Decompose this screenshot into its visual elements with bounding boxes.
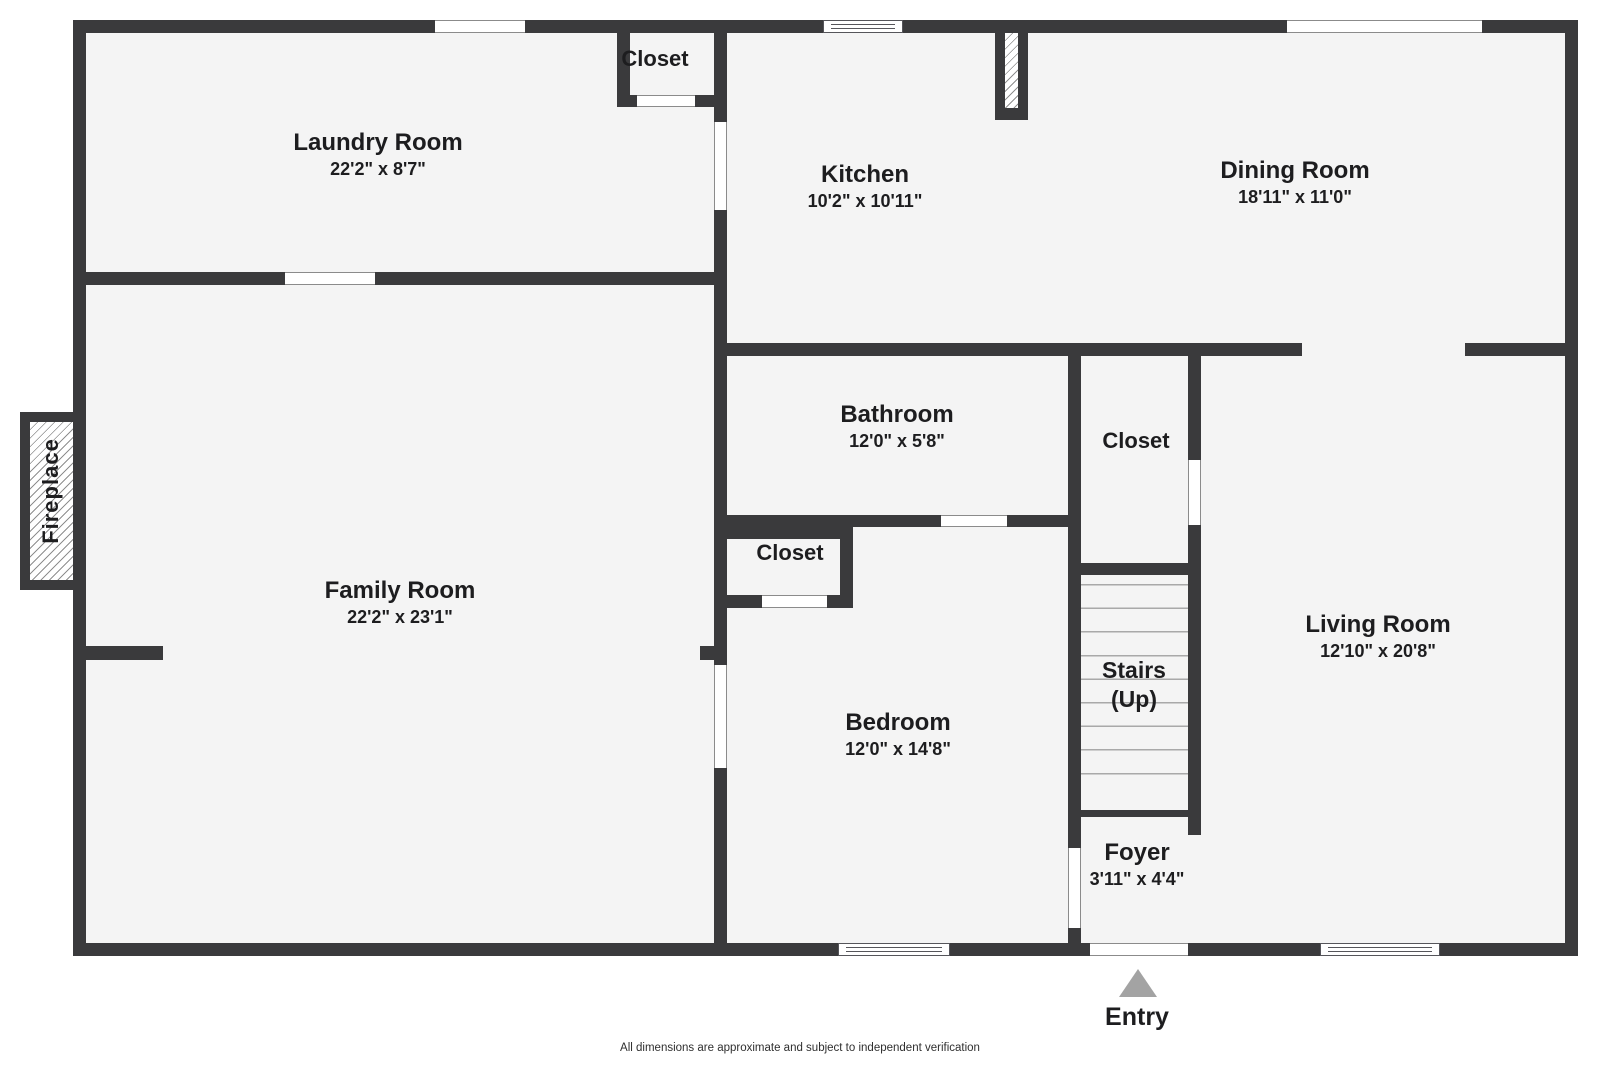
entry-arrow-icon bbox=[1119, 969, 1157, 997]
door-opening bbox=[714, 665, 727, 768]
door-opening bbox=[1090, 943, 1188, 956]
door-opening bbox=[1287, 20, 1482, 33]
room-sub: (Up) bbox=[1111, 686, 1157, 712]
room-name: Living Room bbox=[1305, 611, 1451, 638]
door-opening bbox=[1188, 460, 1201, 525]
room-label-family: Family Room 22'2" x 23'1" bbox=[325, 576, 476, 629]
room-label-kitchen: Kitchen 10'2" x 10'11" bbox=[808, 160, 923, 213]
door-opening bbox=[435, 20, 525, 33]
wall-segment bbox=[714, 210, 727, 356]
wall-segment bbox=[73, 20, 86, 956]
wall-segment bbox=[375, 272, 726, 285]
door-opening bbox=[1068, 848, 1081, 928]
room-label-stairs: Stairs (Up) bbox=[1102, 656, 1166, 714]
room-name: Closet bbox=[756, 540, 824, 565]
wall-segment bbox=[903, 20, 1287, 33]
room-name: Family Room bbox=[324, 577, 476, 604]
room-label-laundry: Laundry Room 22'2" x 8'7" bbox=[293, 128, 462, 181]
room-label-foyer: Foyer 3'11" x 4'4" bbox=[1090, 838, 1185, 891]
room-label-living: Living Room 12'10" x 20'8" bbox=[1305, 610, 1450, 663]
wall-segment bbox=[1188, 356, 1201, 460]
wall-segment bbox=[714, 356, 727, 665]
room-name: Closet bbox=[1102, 428, 1170, 453]
wall-segment bbox=[714, 33, 727, 122]
wall-segment bbox=[20, 412, 30, 590]
wall-segment bbox=[1188, 943, 1320, 956]
wall-segment bbox=[86, 646, 163, 660]
fireplace-label: Fireplace bbox=[38, 438, 63, 544]
wall-segment bbox=[714, 515, 941, 527]
stairs-treads bbox=[1081, 584, 1188, 796]
room-dims: 22'2" x 23'1" bbox=[347, 607, 453, 627]
room-name: Laundry Room bbox=[293, 129, 463, 156]
footer-disclaimer: All dimensions are approximate and subje… bbox=[620, 1042, 980, 1054]
wall-segment bbox=[714, 595, 762, 608]
room-name: Dining Room bbox=[1220, 157, 1370, 184]
room-label-closet-bedroom: Closet bbox=[756, 540, 823, 566]
room-dims: 12'0" x 14'8" bbox=[845, 739, 951, 759]
wall-segment bbox=[995, 108, 1028, 120]
room-name: Closet bbox=[621, 46, 689, 71]
fireplace-hatch bbox=[30, 422, 73, 580]
room-dims: 10'2" x 10'11" bbox=[807, 191, 923, 211]
wall-segment bbox=[1018, 33, 1028, 120]
room-dims: 18'11" x 11'0" bbox=[1238, 187, 1352, 207]
room-name: Foyer bbox=[1104, 839, 1170, 866]
wall-segment bbox=[1068, 356, 1081, 848]
wall-segment bbox=[714, 527, 853, 539]
door-opening bbox=[762, 595, 827, 608]
wall-segment bbox=[950, 943, 1090, 956]
door-opening bbox=[285, 272, 375, 285]
window bbox=[1320, 943, 1440, 956]
room-name: Bedroom bbox=[845, 709, 951, 736]
wall-segment bbox=[73, 20, 435, 33]
wall-segment bbox=[1068, 563, 1201, 575]
wall-segment bbox=[700, 646, 714, 660]
room-dims: 12'10" x 20'8" bbox=[1320, 641, 1436, 661]
wall-segment bbox=[73, 272, 285, 285]
wall-segment bbox=[1068, 928, 1081, 956]
wall-segment bbox=[73, 943, 838, 956]
room-name: Bathroom bbox=[840, 401, 954, 428]
wall-segment bbox=[995, 33, 1005, 120]
door-opening bbox=[714, 122, 727, 210]
room-dims: 3'11" x 4'4" bbox=[1089, 869, 1185, 889]
wall-segment bbox=[714, 768, 727, 956]
room-name: Stairs bbox=[1102, 657, 1166, 683]
wall-segment bbox=[1482, 20, 1578, 33]
room-label-dining: Dining Room 18'11" x 11'0" bbox=[1220, 156, 1369, 209]
door-opening bbox=[941, 515, 1007, 527]
room-dims: 22'2" x 8'7" bbox=[330, 159, 426, 179]
wall-segment bbox=[827, 595, 853, 608]
wall-segment bbox=[1188, 525, 1201, 835]
wall-segment bbox=[1081, 810, 1188, 817]
wall-segment bbox=[525, 20, 823, 33]
room-label-bedroom: Bedroom 12'0" x 14'8" bbox=[845, 708, 951, 761]
wall-segment bbox=[1007, 515, 1080, 527]
room-label-closet-top: Closet bbox=[621, 46, 688, 72]
wall-segment bbox=[714, 343, 1302, 356]
window bbox=[838, 943, 950, 956]
wall-segment bbox=[617, 33, 630, 107]
room-label-bathroom: Bathroom 12'0" x 5'8" bbox=[840, 400, 953, 453]
room-name: Kitchen bbox=[820, 161, 910, 188]
wall-segment bbox=[840, 527, 853, 608]
wall-segment bbox=[20, 580, 86, 590]
wall-segment bbox=[20, 412, 86, 422]
wall-segment bbox=[1440, 943, 1578, 956]
room-label-closet-hall: Closet bbox=[1102, 428, 1169, 454]
door-opening bbox=[637, 95, 695, 107]
chimney-hatch bbox=[1005, 33, 1018, 108]
room-dims: 12'0" x 5'8" bbox=[849, 431, 945, 451]
window bbox=[823, 20, 903, 33]
entry-label: Entry bbox=[1105, 1003, 1169, 1031]
floor-background bbox=[86, 33, 1565, 943]
wall-segment bbox=[1565, 20, 1578, 956]
wall-segment bbox=[617, 95, 637, 107]
wall-segment bbox=[1465, 343, 1578, 356]
